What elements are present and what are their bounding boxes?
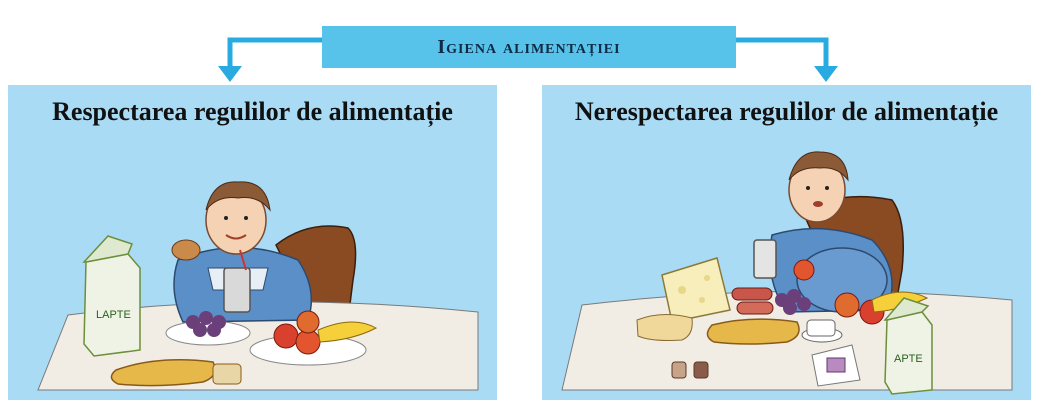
milk-label: APTE bbox=[894, 353, 923, 365]
chair bbox=[275, 225, 357, 321]
cake-slice bbox=[811, 344, 861, 387]
bread bbox=[110, 359, 242, 387]
cheese bbox=[661, 257, 731, 323]
glass bbox=[753, 239, 777, 279]
apple bbox=[273, 323, 299, 349]
glass bbox=[223, 249, 251, 313]
bananas bbox=[871, 291, 929, 313]
panel-unhealthy: Nerespectarea regulilor de alimentație bbox=[542, 85, 1031, 400]
left-arrow-head bbox=[218, 66, 242, 82]
panel-healthy: Respectarea regulilor de alimentație bbox=[8, 85, 497, 400]
apple bbox=[834, 292, 860, 318]
apple bbox=[296, 310, 320, 334]
bread bbox=[706, 318, 800, 345]
milk-carton: APTE bbox=[883, 297, 933, 395]
bananas bbox=[317, 321, 378, 343]
fruit-plate bbox=[249, 310, 378, 366]
salt-pepper bbox=[671, 361, 709, 379]
milk-carton: LAPTE bbox=[82, 235, 141, 357]
title-box: Igiena alimentației bbox=[322, 26, 736, 68]
cup bbox=[801, 319, 843, 343]
right-arrow-head bbox=[814, 66, 838, 82]
panel-title-healthy: Respectarea regulilor de alimentație bbox=[52, 97, 453, 126]
illustration-overeating: APTE bbox=[561, 151, 1013, 395]
sausages bbox=[731, 287, 774, 315]
cake bbox=[636, 314, 693, 341]
boy bbox=[769, 151, 893, 313]
apple bbox=[793, 259, 815, 281]
right-connector-line bbox=[736, 37, 829, 72]
panel-title-unhealthy: Nerespectarea regulilor de alimentație bbox=[574, 97, 999, 126]
diagram-title: Igiena alimentației bbox=[437, 35, 621, 58]
fruit bbox=[793, 259, 929, 325]
grapes bbox=[165, 311, 251, 346]
milk-label: LAPTE bbox=[96, 309, 131, 321]
apple bbox=[295, 329, 321, 355]
grapes bbox=[775, 289, 811, 315]
illustration-healthy-eating: LAPTE bbox=[37, 181, 479, 391]
left-connector-line bbox=[227, 37, 322, 72]
